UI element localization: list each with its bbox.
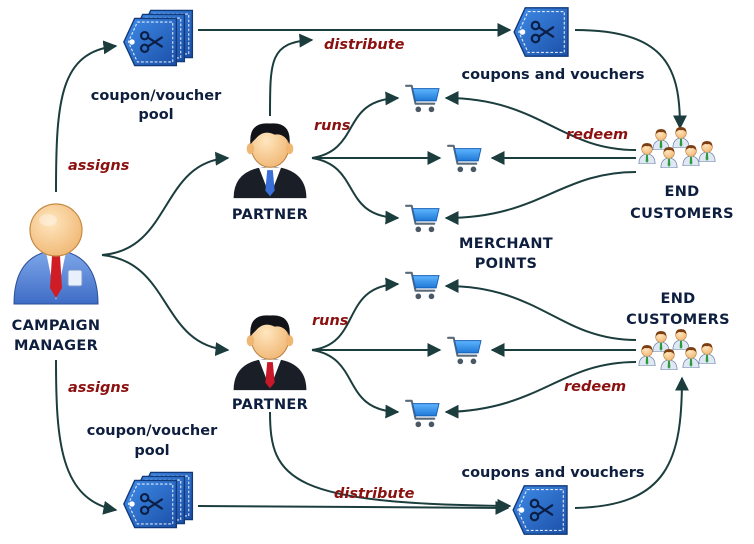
shopping-cart-icon — [447, 144, 483, 174]
customer-group-icon — [638, 328, 716, 370]
partner-bottom-label: PARTNER — [232, 397, 308, 413]
arrow-manager-partner-bottom — [101, 254, 230, 357]
runs-bottom-label: runs — [312, 313, 349, 329]
pool-bottom-label-line2: pool — [134, 443, 169, 459]
pool-top-label-line2: pool — [138, 107, 173, 123]
redeem-bottom-label: redeem — [564, 379, 626, 395]
arrow-redeem-bottom-1 — [444, 279, 637, 341]
end-customers-top-label-line1: END — [665, 184, 700, 200]
partner-person-icon — [233, 314, 307, 391]
arrow-assigns-bottom — [55, 359, 118, 515]
flow-arrows — [55, 23, 689, 515]
coupon-stack-icon — [122, 471, 194, 529]
assigns-bottom-label: assigns — [68, 380, 130, 396]
shopping-cart-icon — [447, 336, 483, 366]
arrow-redeem-bottom-3 — [444, 361, 637, 419]
end-customers-bottom-label-line1: END — [661, 291, 696, 307]
coupon-stack-icon — [122, 9, 194, 67]
coupon-tag-icon — [512, 6, 570, 58]
campaign-manager-label-line1: CAMPAIGN — [12, 318, 101, 334]
arrow-pool-to-coupon-bottom — [197, 500, 510, 515]
arrow-distribute-top — [269, 33, 314, 117]
arrow-redeem-top-1 — [444, 91, 637, 151]
campaign-manager-label-line2: MANAGER — [14, 338, 98, 354]
shopping-cart-icon — [405, 399, 441, 429]
arrow-runs-top-3 — [311, 157, 400, 225]
coupons-top-label: coupons and vouchers — [461, 67, 644, 83]
arrow-runs-top-1 — [311, 91, 400, 159]
manager-person-icon — [13, 203, 99, 305]
coupons-bottom-label: coupons and vouchers — [461, 465, 644, 481]
arrow-assigns-top — [55, 40, 118, 193]
coupon-tag-icon — [511, 484, 569, 536]
runs-top-label: runs — [314, 118, 351, 134]
shopping-cart-icon — [405, 271, 441, 301]
shopping-cart-icon — [405, 84, 441, 114]
arrow-redeem-top-3 — [444, 171, 637, 225]
customer-group-icon — [638, 126, 716, 168]
arrow-coupon-to-customers-bottom — [574, 376, 689, 509]
arrow-runs-bottom-3 — [311, 349, 400, 419]
distribute-bottom-label: distribute — [334, 486, 415, 502]
distribute-top-label: distribute — [324, 37, 405, 53]
partner-top-label: PARTNER — [232, 207, 308, 223]
pool-bottom-label-line1: coupon/voucher — [87, 423, 218, 439]
merchant-points-label-line1: MERCHANT — [459, 236, 553, 252]
pool-top-label-line1: coupon/voucher — [91, 88, 222, 104]
arrow-runs-bottom-1 — [311, 277, 400, 351]
redeem-top-label: redeem — [566, 127, 628, 143]
partner-person-icon — [233, 122, 307, 199]
end-customers-top-label-line2: CUSTOMERS — [630, 206, 734, 222]
arrow-manager-partner-top — [101, 151, 230, 256]
arrow-distribute-bottom — [269, 411, 512, 513]
end-customers-bottom-label-line2: CUSTOMERS — [626, 312, 730, 328]
shopping-cart-icon — [405, 204, 441, 234]
arrow-coupon-to-customers-top — [574, 29, 687, 130]
merchant-points-label-line2: POINTS — [475, 256, 538, 272]
assigns-top-label: assigns — [68, 158, 130, 174]
